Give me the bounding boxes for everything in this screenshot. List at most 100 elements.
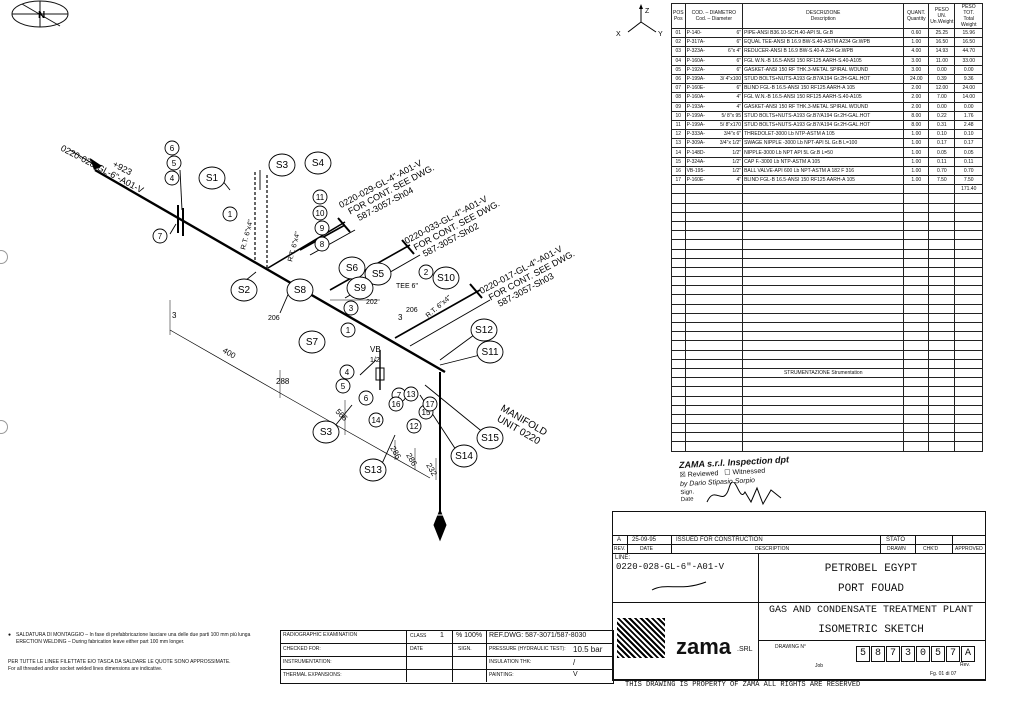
bom-cell-dia: 6" bbox=[736, 57, 742, 64]
balloon-circle bbox=[314, 220, 330, 236]
bom-cell-code: VB-195-1/2" bbox=[684, 165, 744, 177]
zama-logo-icon bbox=[617, 618, 665, 658]
bom-empty-row bbox=[671, 395, 983, 406]
balloon-circle bbox=[340, 322, 356, 338]
bom-cell-pos: 14 bbox=[671, 147, 686, 158]
bom-cell-uw: 16.50 bbox=[928, 37, 956, 48]
bom-cell-uw: 0.70 bbox=[928, 165, 956, 177]
bom-cell-code: P-333A- bbox=[686, 131, 705, 138]
bom-cell-desc: PIPE-ANSI B36.10-SCH.40-API 5L Gr.B bbox=[742, 27, 905, 39]
company-name: zama bbox=[676, 634, 732, 659]
rev-h-desc: DESCRIPTION bbox=[755, 546, 790, 552]
bom-cell-pos: 10 bbox=[671, 110, 686, 121]
bom-cell-qty: 24.00 bbox=[903, 73, 930, 85]
bom-cell-desc: BLIND FGL-B 16.5-ANSI 150 RF125 AARH-A 1… bbox=[742, 174, 905, 186]
balloon-label: S4 bbox=[312, 158, 325, 169]
bom-cell-code: P-324A- bbox=[686, 158, 705, 165]
balloon-circle bbox=[450, 444, 478, 468]
balloon-circle bbox=[418, 264, 434, 280]
client-name: PETROBEL EGYPT bbox=[824, 563, 918, 575]
bom-cell-code: P-140-6" bbox=[684, 27, 744, 39]
page-number: Fg. 01 di 07 bbox=[930, 671, 957, 677]
bom-cell-tw: 9.36 bbox=[954, 73, 983, 85]
bom-empty-row bbox=[671, 377, 983, 388]
balloon-label: S12 bbox=[475, 325, 493, 336]
dim-286a: 286 bbox=[388, 445, 403, 462]
bom-cell-uw: 7.50 bbox=[928, 174, 956, 186]
bom-cell-tw: 0.10 bbox=[954, 129, 983, 140]
bom-total: 171.40 bbox=[954, 184, 983, 195]
rev-letter: A bbox=[617, 537, 622, 543]
bom-empty-row bbox=[671, 294, 983, 305]
balloon-circle bbox=[406, 418, 422, 434]
signature-scribble bbox=[706, 482, 782, 506]
balloon-label: 3 bbox=[349, 304, 354, 313]
bom-cell-code: P-199A-5/ 8"x 95 bbox=[684, 110, 744, 121]
balloon-circle bbox=[312, 189, 328, 205]
dim-202: 202 bbox=[366, 299, 378, 306]
site-name: PORT FOUAD bbox=[837, 583, 904, 595]
balloon-circle bbox=[476, 340, 504, 364]
class-value: 1 bbox=[440, 632, 444, 639]
balloon-circle bbox=[432, 266, 460, 290]
bom-cell-code: P-317A-6" bbox=[684, 37, 744, 48]
bom-cell-qty: 1.00 bbox=[903, 174, 930, 186]
bill-of-materials: POS Pos COD. – DIAMETRO Cod. – Diameter … bbox=[671, 3, 983, 452]
drawing-number-digit: 7 bbox=[946, 646, 960, 662]
bom-cell-tw: 15.96 bbox=[954, 27, 983, 39]
dim-566: 566 bbox=[334, 407, 350, 423]
witnessed-label: Witnessed bbox=[732, 467, 766, 477]
axis-tripod-icon: Z X Y bbox=[616, 4, 663, 38]
balloon-label: 14 bbox=[372, 416, 381, 425]
balloon-label: 11 bbox=[316, 193, 325, 202]
bom-cell-code: P-160E- bbox=[686, 177, 705, 184]
bom-empty-row bbox=[671, 321, 983, 333]
bom-cell-dia: 6" bbox=[736, 39, 742, 46]
balloon-label: S11 bbox=[481, 347, 498, 358]
balloon-circle bbox=[198, 166, 226, 190]
balloon-label: 6 bbox=[170, 144, 175, 153]
rev-h-approved: APPROVED bbox=[955, 546, 983, 552]
balloon-label: S8 bbox=[294, 285, 307, 296]
bom-cell-code: P-199A- bbox=[686, 112, 705, 119]
balloon-label: S2 bbox=[238, 285, 251, 296]
line-signature-scribble bbox=[651, 581, 707, 591]
bom-empty-row bbox=[671, 266, 983, 278]
bom-cell-code: P-148D- bbox=[686, 149, 706, 156]
rev-stato: STATO bbox=[886, 537, 906, 543]
bom-h-tw: PESO TOT. Total Weight bbox=[954, 3, 983, 29]
balloon-label: S15 bbox=[481, 433, 499, 444]
bom-cell-code: P-199A-3/ 4"x100 bbox=[684, 73, 744, 85]
bom-cell-dia: 3/4"x 1/2" bbox=[719, 140, 742, 147]
balloon-label: 5 bbox=[172, 159, 177, 168]
bom-cell-desc: GASKET-ANSI 150 RF THK.3-METAL SPIRAL WO… bbox=[742, 64, 905, 75]
bom-cell-qty: 1.00 bbox=[903, 138, 930, 149]
note-1: SALDATURA DI MONTAGGIO – In fase di pref… bbox=[16, 632, 251, 638]
dim-206b: 206 bbox=[406, 307, 418, 314]
bom-cell-qty: 2.00 bbox=[903, 83, 930, 94]
bom-cell-code: P-193A-4" bbox=[684, 101, 744, 112]
bom-instrumentation: STRUMENTAZIONE Strumentation bbox=[742, 367, 905, 379]
balloon-circle bbox=[388, 396, 404, 412]
bom-cell-code: P-323A- bbox=[686, 48, 705, 55]
bom-cell-dia: 6"x 4" bbox=[728, 48, 742, 55]
bom-cell-code: P-323A- 6"x 4" bbox=[684, 46, 744, 57]
drawing-number-digit: 7 bbox=[886, 646, 900, 662]
dim-288: 288 bbox=[276, 377, 290, 386]
bom-cell-tw: 16.50 bbox=[954, 37, 983, 48]
witnessed-checkbox-icon: ☐ bbox=[724, 469, 731, 477]
balloon-circle bbox=[359, 458, 387, 482]
bom-cell-qty: 8.00 bbox=[903, 119, 930, 131]
bom-cell-code: P-148D-1/2" bbox=[684, 147, 744, 158]
balloon-circle bbox=[335, 378, 351, 394]
bom-cell-dia: 3/4"x 6" bbox=[723, 131, 742, 138]
bom-cell-dia: 1/2" bbox=[732, 167, 742, 174]
bom-empty-row bbox=[671, 230, 983, 241]
title-block bbox=[612, 553, 986, 681]
pressure-value: 10.5 bar bbox=[573, 645, 603, 654]
note-3: PER TUTTE LE LINEE FILETTATE E/O TASCA D… bbox=[8, 659, 231, 665]
